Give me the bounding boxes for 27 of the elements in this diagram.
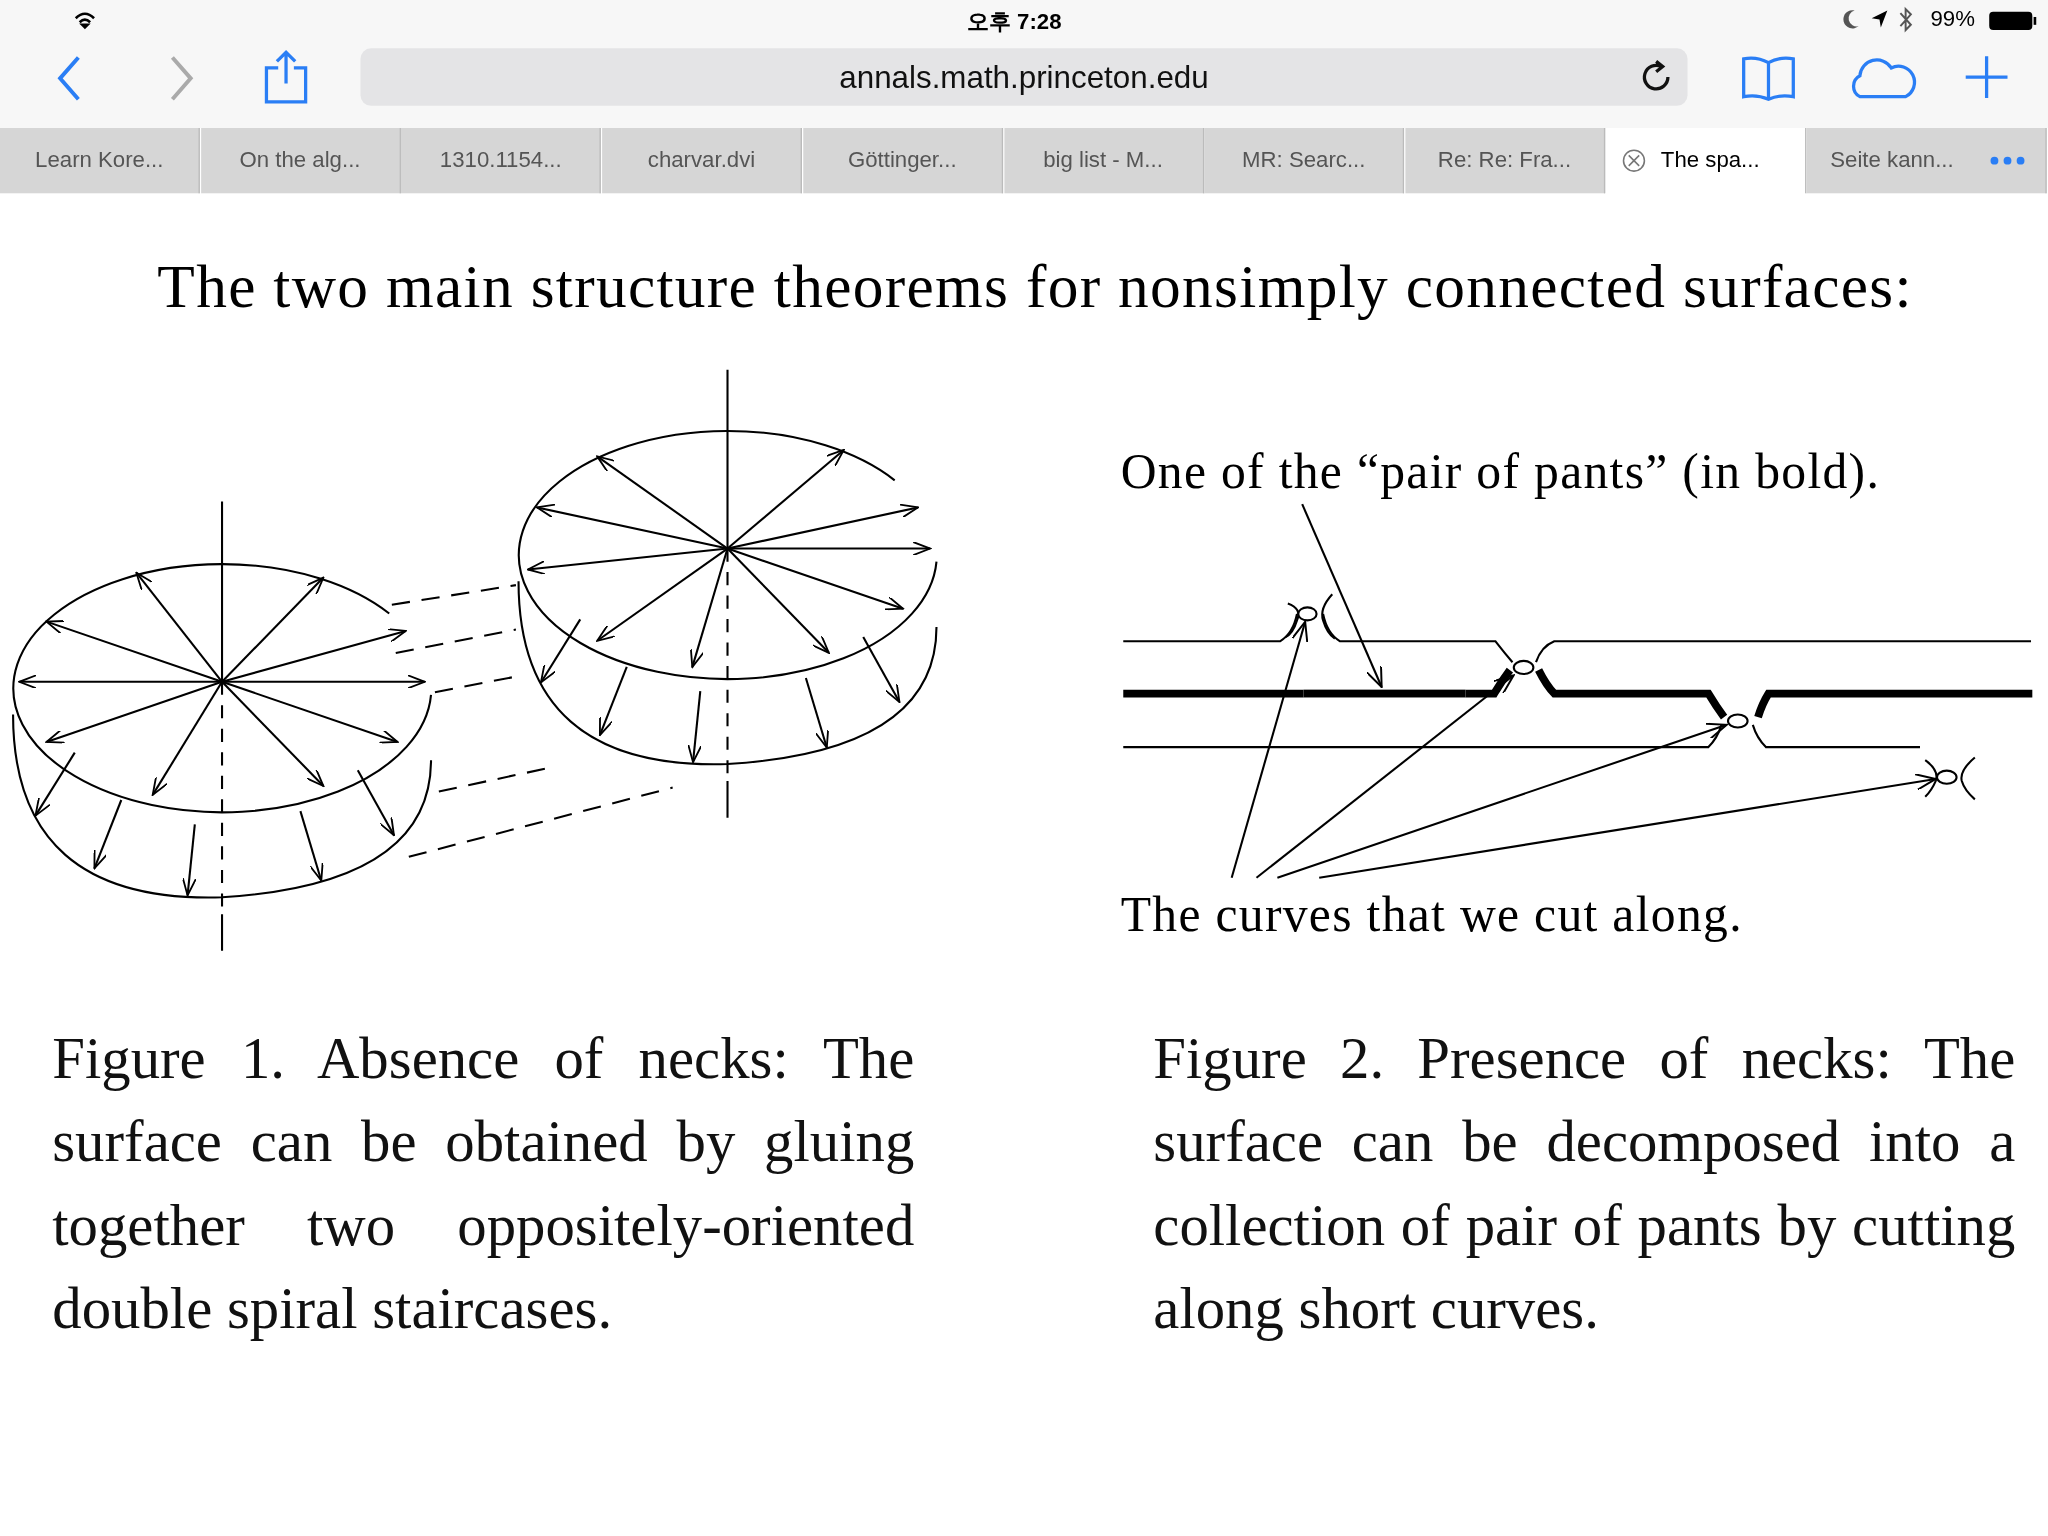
- figure-annotation: The curves that we cut along.: [1120, 877, 1853, 951]
- arrow: [1230, 620, 1309, 878]
- browser-tab: MR: Searc...: [1204, 128, 1405, 194]
- browser-tab: Göttinger...: [803, 128, 1003, 194]
- arrow: [1301, 503, 1383, 688]
- arrow: [1277, 722, 1728, 879]
- browser-tab: 1310.1154...: [401, 128, 602, 194]
- tab-title: Seite kann...: [1830, 147, 1954, 173]
- neck-circle: [1512, 659, 1535, 676]
- address-bar: annals.math.princeton.edu: [360, 48, 1688, 106]
- arrow: [1255, 674, 1515, 879]
- status-time: 오후 7:28: [966, 8, 1062, 36]
- browser-tab: On the alg...: [200, 128, 401, 194]
- tab-title: The spa...: [1660, 146, 1760, 175]
- neck-circle: [1726, 713, 1749, 729]
- page-title: The two main structure theorems for nonsimply connected surfaces:: [156, 251, 1914, 322]
- browser-tab: Learn Kore...: [0, 128, 200, 194]
- neck-circle: [1297, 606, 1318, 622]
- browser-tab: charvar.dvi: [602, 128, 803, 194]
- browser-tab: Re: Re: Fra...: [1405, 128, 1606, 194]
- battery-percent: 99%: [1930, 6, 1975, 33]
- neck-circle: [1935, 769, 1958, 785]
- browser-tab: big list - M...: [1003, 128, 1204, 194]
- arrow: [1319, 773, 1937, 879]
- figure-caption: Figure 2. Presence of necks: The surface can be decomposed into a collection of pair of pants by cutting along short curves.: [1153, 1024, 2016, 1344]
- figure-annotation: One of the “pair of pants” (in bold).: [1120, 438, 2009, 505]
- figure-caption: Figure 1. Absence of necks: The surface can be obtained by gluing together two oppositely-oriented double spiral staircases.: [52, 1024, 915, 1344]
